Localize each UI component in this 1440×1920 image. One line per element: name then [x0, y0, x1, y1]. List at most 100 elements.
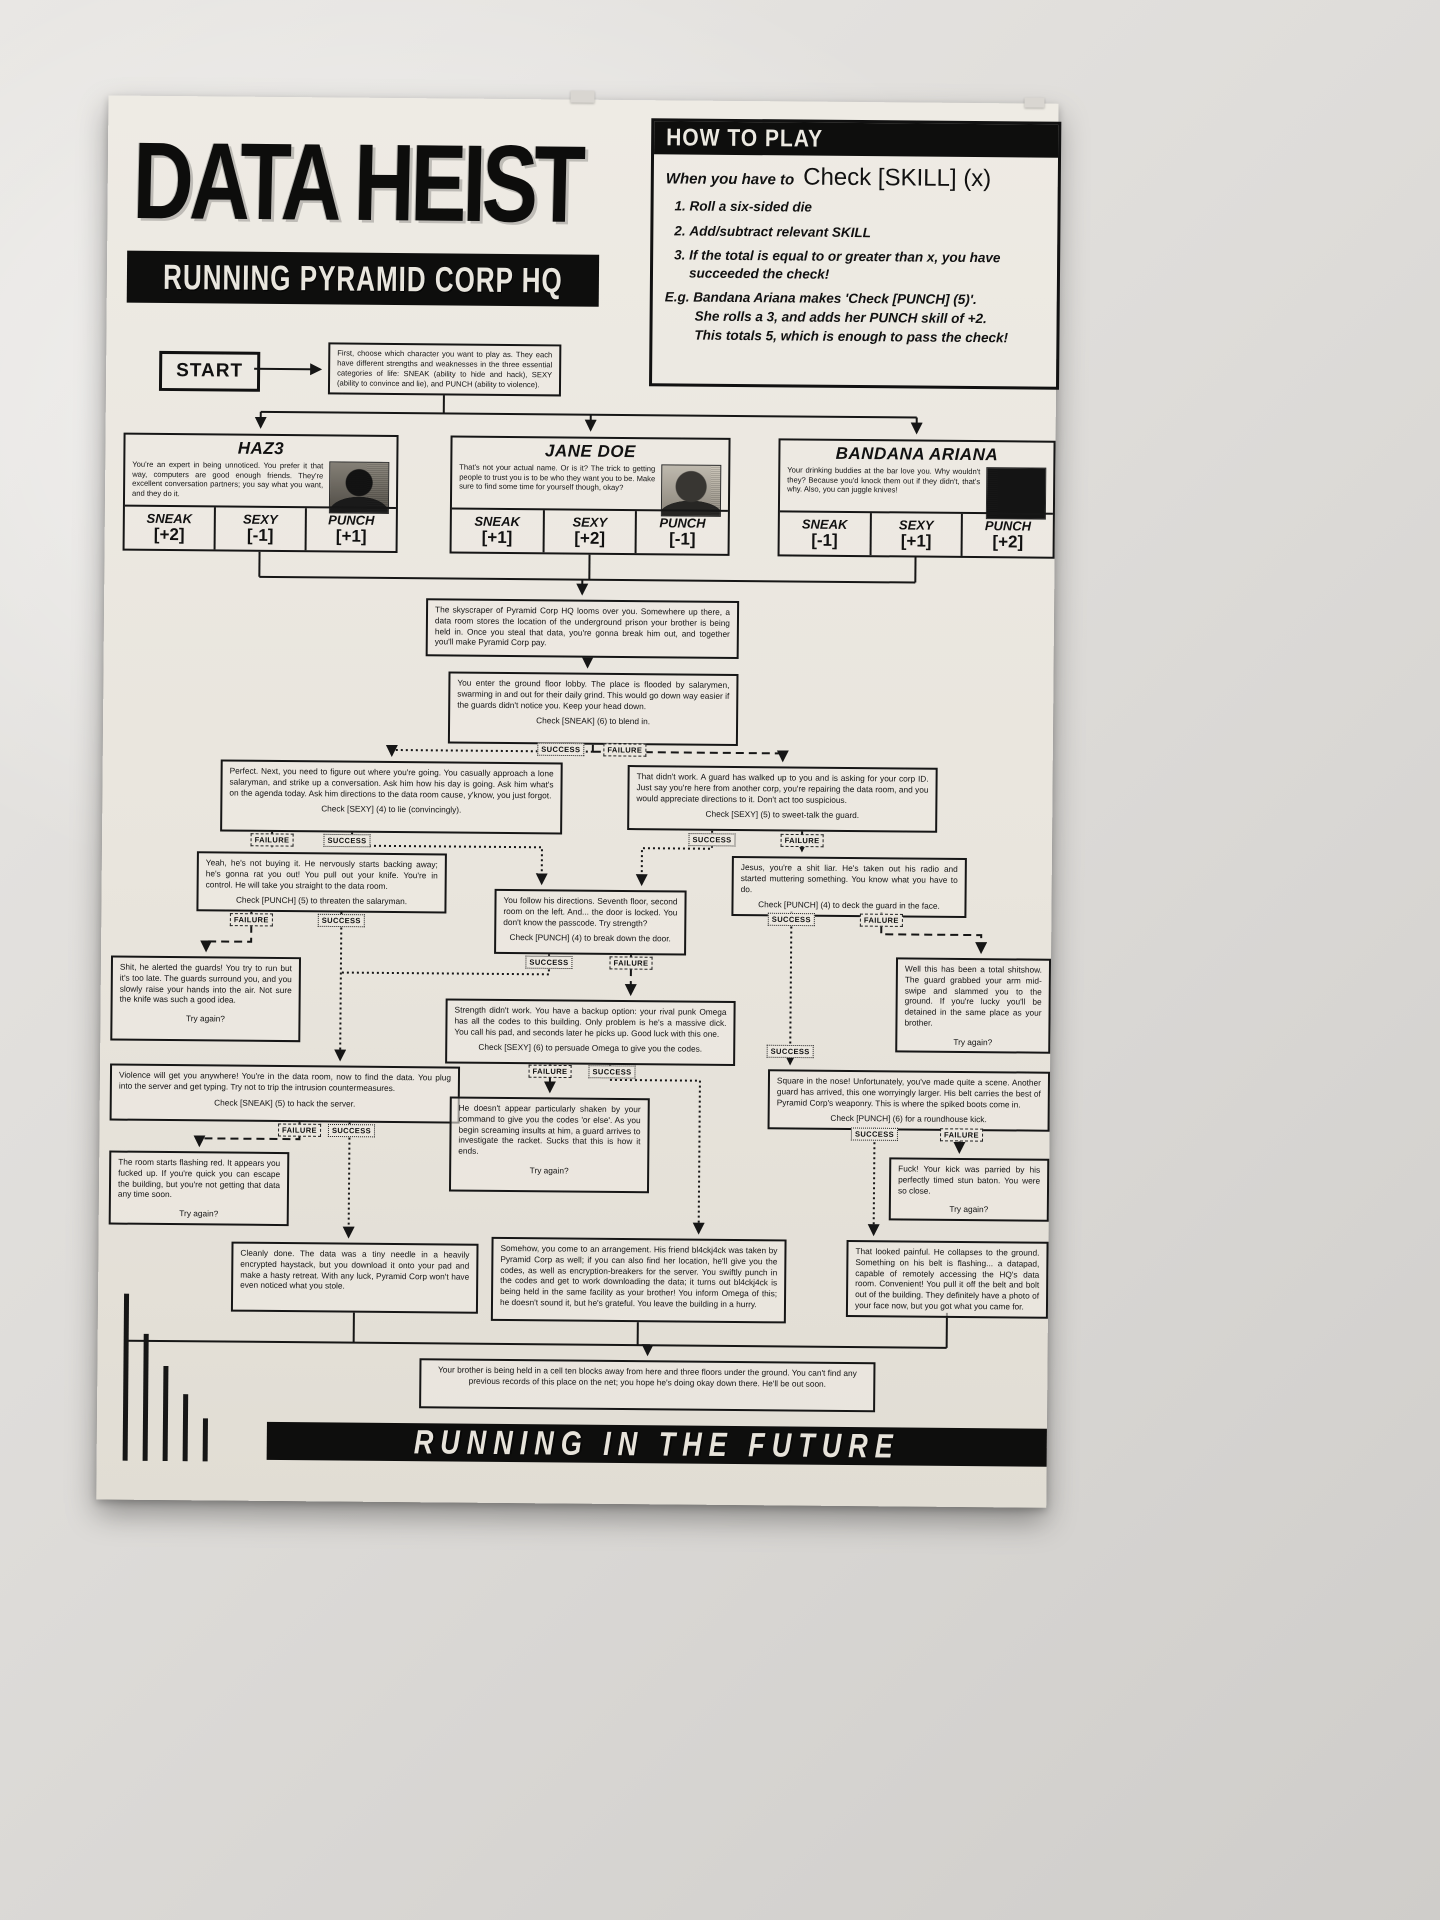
node-text: Jesus, you're a shit liar. He's taken ou…	[740, 862, 958, 894]
node-check: Check [SEXY] (6) to persuade Omega to gi…	[478, 1042, 703, 1055]
node-try-again: Try again?	[949, 1204, 989, 1215]
skill-sneak: SNEAK[+2]	[146, 511, 193, 545]
flow-node-lobby: You enter the ground floor lobby. The pl…	[447, 671, 739, 746]
edge-label-failure: FAILURE	[859, 913, 903, 927]
flow-node-stun-baton: Fuck! Your kick was parried by his perfe…	[888, 1157, 1050, 1222]
poster-title: DATA HEIST	[131, 119, 583, 246]
node-check: Check [SNEAK] (5) to hack the server.	[214, 1097, 356, 1109]
edge-label-success: SUCCESS	[688, 833, 736, 847]
node-text: That didn't work. A guard has walked up …	[636, 771, 929, 805]
node-text: You follow his directions. Seventh floor…	[503, 894, 678, 928]
character-name: BANDANA ARIANA	[835, 443, 999, 465]
node-text: You enter the ground floor lobby. The pl…	[457, 677, 730, 711]
flow-node-big-guard: Square in the nose! Unfortunately, you'v…	[767, 1069, 1051, 1132]
flow-node-knife: Yeah, he's not buying it. He nervously s…	[196, 851, 447, 914]
node-check: Check [SEXY] (5) to sweet-talk the guard…	[705, 809, 860, 821]
flow-node-cleanly-done: Cleanly done. The data was a tiny needle…	[230, 1241, 479, 1314]
decorative-bar	[182, 1394, 189, 1462]
flow-node-deck-guard: Jesus, you're a shit liar. He's taken ou…	[731, 855, 967, 919]
decorative-bar	[162, 1366, 169, 1462]
node-check: Check [SEXY] (4) to lie (convincingly).	[321, 803, 462, 815]
edge-label-success: SUCCESS	[323, 833, 371, 848]
edge-label-success: SUCCESS	[525, 955, 573, 970]
how-to-play-intro: When you have to Check [SKILL] (x)	[665, 163, 992, 193]
node-text: Fuck! Your kick was parried by his perfe…	[897, 1163, 1041, 1196]
edge-label-failure: FAILURE	[528, 1064, 572, 1079]
character-card-haz3: HAZ3 You're an expert in being unnoticed…	[122, 432, 399, 554]
tape-tab	[1024, 97, 1045, 108]
edge-label-failure: FAILURE	[278, 1123, 322, 1137]
bottom-banner-text: RUNNING IN THE FUTURE	[413, 1422, 900, 1465]
character-card-bandana-ariana: BANDANA ARIANA Your drinking buddies at …	[777, 438, 1056, 559]
how-to-play-box: HOW TO PLAY When you have to Check [SKIL…	[649, 118, 1062, 390]
flow-node-guard-id: That didn't work. A guard has walked up …	[627, 765, 938, 833]
node-check: Check [PUNCH] (5) to threaten the salary…	[235, 894, 408, 907]
node-check: Check [PUNCH] (4) to break down the door…	[509, 932, 671, 944]
poster-subtitle-bar: RUNNING PYRAMID CORP HQ	[126, 250, 600, 307]
step-1: Roll a six-sided die	[690, 198, 1046, 219]
tape-tab	[570, 90, 595, 103]
flow-node-shitshow: Well this has been a total shitshow. The…	[895, 957, 1052, 1055]
character-bio: You're an expert in being unnoticed. You…	[132, 459, 324, 499]
edge-label-failure: FAILURE	[780, 833, 824, 848]
flow-node-omega-deal: Somehow, you come to an arrangement. His…	[490, 1236, 787, 1324]
flow-node-omega-call: Strength didn't work. You have a backup …	[445, 998, 736, 1066]
flow-node-data-room: Violence will get you anywhere! You're i…	[109, 1063, 461, 1124]
node-try-again: Try again?	[953, 1036, 993, 1047]
flow-node-salaryman: Perfect. Next, you need to figure out wh…	[220, 759, 563, 835]
skill-sneak: SNEAK[-1]	[801, 516, 848, 550]
flow-node-omega-fail: He doesn't appear particularly shaken by…	[448, 1096, 650, 1194]
skill-row: SNEAK[-1] SEXY[+1] PUNCH[+2]	[779, 510, 1053, 557]
character-name: JANE DOE	[544, 441, 636, 462]
node-text: Perfect. Next, you need to figure out wh…	[229, 765, 554, 800]
node-text: Your brother is being held in a cell ten…	[438, 1364, 857, 1389]
decorative-bar	[142, 1333, 149, 1461]
poster-subtitle: RUNNING PYRAMID CORP HQ	[162, 256, 563, 301]
skill-sexy: SEXY[-1]	[213, 507, 305, 551]
node-text: That looked painful. He collapses to the…	[854, 1246, 1040, 1312]
edge-label-success: SUCCESS	[588, 1065, 636, 1079]
flow-node-datapad: That looked painful. He collapses to the…	[845, 1239, 1049, 1319]
character-name: HAZ3	[237, 438, 285, 459]
edge-label-success: SUCCESS	[767, 912, 815, 927]
node-text: First, choose which character you want t…	[336, 348, 553, 389]
flow-node-ending: Your brother is being held in a cell ten…	[419, 1358, 876, 1413]
how-to-play-steps: Roll a six-sided die Add/subtract releva…	[689, 198, 1046, 285]
edge-label-success: SUCCESS	[327, 1123, 376, 1138]
bottom-banner: RUNNING IN THE FUTURE	[266, 1421, 1047, 1467]
skill-punch: PUNCH[+2]	[960, 513, 1053, 557]
edge-label-failure: FAILURE	[229, 913, 273, 927]
skill-sexy: SEXY[+1]	[869, 513, 962, 556]
decorative-bar	[202, 1418, 208, 1462]
edge-label-failure: FAILURE	[250, 833, 294, 847]
edge-label-success: SUCCESS	[766, 1044, 814, 1059]
edge-label-failure: FAILURE	[939, 1128, 983, 1142]
node-text: He doesn't appear particularly shaken by…	[458, 1102, 641, 1156]
node-text: Well this has been a total shitshow. The…	[904, 963, 1042, 1028]
node-text: Shit, he alerted the guards! You try to …	[119, 961, 292, 1005]
node-check: Check [SNEAK] (6) to blend in.	[536, 715, 651, 727]
how-to-play-header: HOW TO PLAY	[654, 121, 1059, 158]
node-try-again: Try again?	[179, 1208, 219, 1219]
edge-label-failure: FAILURE	[603, 743, 647, 757]
flow-node-alerted-guards: Shit, he alerted the guards! You try to …	[110, 955, 302, 1043]
node-text: Cleanly done. The data was a tiny needle…	[240, 1247, 470, 1291]
node-text: Yeah, he's not buying it. He nervously s…	[205, 857, 438, 891]
flow-node-flashing-red: The room starts flashing red. It appears…	[108, 1150, 290, 1226]
skill-punch: PUNCH[+1]	[304, 508, 396, 552]
flow-node-skyscraper: The skyscraper of Pyramid Corp HQ looms …	[425, 598, 740, 659]
skill-sexy: SEXY[+2]	[542, 510, 636, 554]
flow-node-locked-door: You follow his directions. Seventh floor…	[494, 888, 687, 956]
step-3: If the total is equal to or greater than…	[689, 247, 1045, 285]
edge-label-success: SUCCESS	[537, 742, 585, 757]
node-try-again: Try again?	[185, 1013, 225, 1024]
edge-label-success: SUCCESS	[850, 1127, 899, 1141]
edge-label-failure: FAILURE	[609, 956, 653, 970]
node-check: Check [PUNCH] (6) for a roundhouse kick.	[830, 1113, 987, 1125]
data-heist-poster: DATA HEIST RUNNING PYRAMID CORP HQ HOW T…	[96, 90, 1062, 1508]
node-text: Violence will get you anywhere! You're i…	[118, 1069, 452, 1093]
node-text: Square in the nose! Unfortunately, you'v…	[776, 1075, 1041, 1110]
character-bio: Your drinking buddies at the bar love yo…	[787, 465, 981, 495]
skill-punch: PUNCH[-1]	[634, 511, 728, 554]
edge-label-success: SUCCESS	[317, 913, 365, 928]
